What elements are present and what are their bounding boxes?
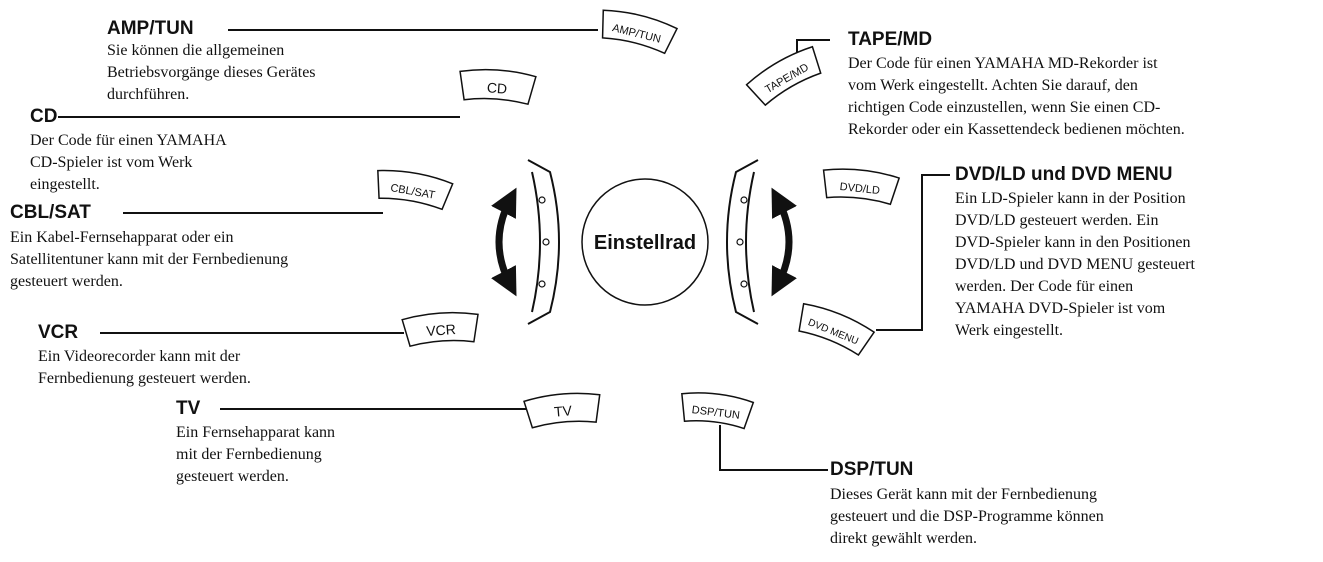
dsp-tun-description: Dieses Gerät kann mit der Fernbedienung … xyxy=(830,486,1104,547)
key-cd[interactable]: CD xyxy=(458,67,537,106)
key-vcr[interactable]: VCR xyxy=(401,310,480,348)
wheel-circle[interactable] xyxy=(581,178,709,306)
wheel-bump xyxy=(538,196,546,204)
key-amp-tun[interactable]: AMP/TUN xyxy=(597,6,679,55)
vcr-description: Ein Videorecorder kann mit der Fernbedie… xyxy=(38,348,251,387)
amp-tun-title: AMP/TUN xyxy=(107,18,194,39)
dvd-title: DVD/LD und DVD MENU xyxy=(955,164,1173,185)
wheel-bump xyxy=(538,280,546,288)
key-dvd-menu[interactable]: DVD MENU xyxy=(794,300,876,357)
key-dvd-ld-label: DVD/LD xyxy=(839,181,880,197)
tape-md-title: TAPE/MD xyxy=(848,29,933,50)
rotation-arrow-right xyxy=(771,187,797,297)
key-vcr-label: VCR xyxy=(426,321,457,339)
leader-line-dsp-tun xyxy=(719,425,828,471)
dvd-description: Ein LD-Spieler kann in der Position DVD/… xyxy=(955,190,1195,339)
tv-title: TV xyxy=(176,398,201,419)
leader-line-dvd-menu xyxy=(876,174,950,331)
dsp-tun-title: DSP/TUN xyxy=(830,459,914,480)
key-tv[interactable]: TV xyxy=(523,391,602,429)
amp-tun-description: Sie können die allgemeinen Betriebsvorgä… xyxy=(107,42,316,103)
key-tape-md[interactable]: TAPE/MD xyxy=(745,43,826,108)
wheel-bracket-right-inner xyxy=(745,171,755,313)
key-dsp-tun[interactable]: DSP/TUN xyxy=(679,390,755,430)
tape-md-description: Der Code für einen YAMAHA MD-Rekorder is… xyxy=(848,55,1185,138)
cbl-sat-description: Ein Kabel-Fernsehapparat oder ein Satell… xyxy=(10,229,289,290)
tv-description: Ein Fernsehapparat kann mit der Fernbedi… xyxy=(176,424,336,485)
key-dvd-ld[interactable]: DVD/LD xyxy=(821,166,901,206)
cd-title: CD xyxy=(30,106,58,127)
key-tv-label: TV xyxy=(553,402,573,420)
rotation-arrow-left xyxy=(491,187,517,297)
wheel-bump xyxy=(740,196,748,204)
wheel-bump xyxy=(542,238,550,246)
wheel-bracket-left xyxy=(527,159,560,325)
wheel-bracket-right xyxy=(726,159,759,325)
key-cd-label: CD xyxy=(486,79,507,96)
vcr-title: VCR xyxy=(38,322,79,343)
cd-description: Der Code für einen YAMAHA CD-Spieler ist… xyxy=(30,132,227,193)
key-dsp-tun-label: DSP/TUN xyxy=(691,404,740,422)
cbl-sat-title: CBL/SAT xyxy=(10,202,91,223)
key-cbl-sat[interactable]: CBL/SAT xyxy=(373,167,454,211)
wheel-bracket-left-inner xyxy=(531,171,541,313)
wheel-bump xyxy=(740,280,748,288)
wheel-label: Einstellrad xyxy=(594,232,696,254)
wheel-bump xyxy=(736,238,744,246)
